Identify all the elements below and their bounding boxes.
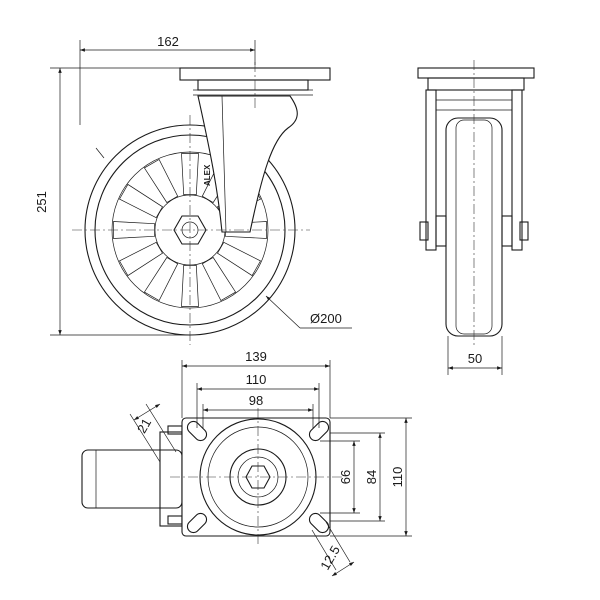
dim-hole-spacing-x: 110 [246, 372, 267, 387]
dim-front-width: 162 [157, 34, 179, 49]
plate-view: 139 110 98 21 66 84 110 1 [81, 349, 412, 577]
wheel-spoke [119, 241, 163, 277]
wheel-spoke [119, 183, 163, 219]
wheel-top [81, 449, 183, 509]
dim-plate-height: 110 [390, 467, 405, 488]
wheel-spoke [181, 265, 199, 307]
swivel-fork [197, 95, 298, 233]
fork-leg-right [511, 89, 523, 251]
side-view: 50 [417, 60, 535, 375]
wheel-spoke [181, 153, 199, 195]
bearing-ring-front [197, 79, 309, 91]
dim-plate-width: 139 [245, 349, 267, 364]
dim-slot-width: 12.5 [317, 543, 343, 572]
wheel-spoke [143, 257, 179, 301]
wheel-spoke [201, 257, 237, 301]
front-view: ALEX 162 251 Ø200 [34, 34, 352, 345]
wheel-spoke [217, 241, 261, 277]
dim-hole-spacing-y: 66 [338, 470, 353, 484]
dim-offset: 21 [134, 416, 154, 436]
mounting-plate-side [417, 67, 535, 79]
wheel-spoke [143, 159, 179, 203]
dim-wheel-diameter: Ø200 [310, 311, 342, 326]
dim-front-height: 251 [34, 191, 49, 213]
brand-mark: ALEX [203, 164, 212, 186]
fork-leg-left [425, 89, 437, 251]
wheel-spoke [113, 221, 155, 239]
mounting-slots [186, 420, 330, 534]
dim-inner-spacing-x: 98 [249, 393, 263, 408]
wheel-spokes [113, 153, 267, 307]
dim-inner-spacing-y: 84 [364, 470, 379, 484]
dim-tread-width: 50 [468, 351, 482, 366]
